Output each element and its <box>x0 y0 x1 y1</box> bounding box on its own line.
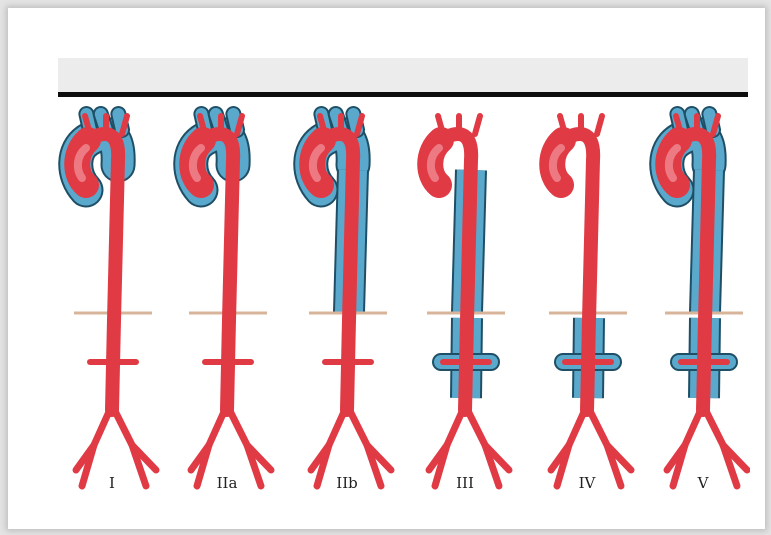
aorta-type-iia <box>189 114 271 486</box>
aorta-type-iib <box>309 114 391 486</box>
aorta-diagram <box>40 95 750 505</box>
type-label-i: I <box>82 474 142 492</box>
type-label-iii: III <box>435 474 495 492</box>
aorta-type-v <box>665 114 747 486</box>
aorta-type-iii <box>427 116 509 486</box>
aorta-type-iv <box>549 116 631 486</box>
type-label-iib: IIb <box>317 474 377 492</box>
type-label-v: V <box>673 474 733 492</box>
aorta-type-i <box>74 114 156 486</box>
type-label-iia: IIa <box>197 474 257 492</box>
type-label-iv: IV <box>557 474 617 492</box>
header-banner <box>58 58 748 92</box>
